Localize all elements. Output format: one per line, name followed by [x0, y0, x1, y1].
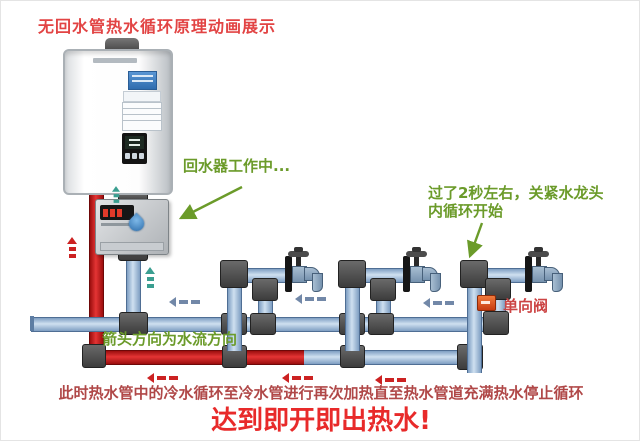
flow-direction-note: 箭头方向为水流方向	[102, 330, 238, 348]
pump-status-note: 回水器工作中...	[183, 157, 291, 175]
heater-display-screen	[125, 136, 144, 149]
faucet-note: 过了2秒左右，关紧水龙头 内循环开始	[428, 184, 603, 220]
heater-spec-table	[122, 102, 162, 131]
fixture1-stub-elbow-fitting	[252, 278, 278, 301]
faucet1-handle-knob	[294, 247, 303, 252]
fixture1-top-elbow-fitting	[220, 260, 248, 288]
hot-pipe-flow-arrow-1-icon	[147, 373, 178, 383]
check-valve	[477, 295, 496, 311]
faucet2-handle-knob	[412, 247, 421, 252]
faucet-pointer-arrow-icon	[467, 222, 484, 259]
fixture2-stub-elbow-fitting	[370, 278, 396, 301]
lower-pipe-hot-segment	[99, 350, 304, 365]
fixture2-top-elbow-fitting	[338, 260, 366, 288]
faucet1-handle	[288, 251, 309, 257]
fixture1-riser-pipe	[227, 284, 242, 351]
cold-return-flow-arrow-2-icon	[295, 294, 326, 304]
faucet2-handle	[406, 251, 427, 257]
cold-return-flow-arrow-3-icon	[423, 298, 454, 308]
hot-flow-up-arrow-icon	[67, 237, 77, 258]
pump-pointer-arrow-icon	[178, 185, 243, 220]
faucet2-spout-tip	[430, 273, 441, 292]
heater-model-label	[123, 91, 161, 102]
hot-pipe-flow-arrow-2-icon	[282, 373, 313, 383]
heater-brand-label	[93, 58, 137, 63]
cold-main-end-cap	[30, 316, 34, 331]
bottom-slogan: 达到即开即出热水!	[211, 406, 431, 436]
faucet-note-line1: 过了2秒左右，关紧水龙头	[428, 184, 604, 202]
fixture3-top-elbow-fitting	[460, 260, 488, 288]
pump-riser-flow-arrow-icon	[145, 267, 155, 288]
hot-pipe-flow-arrow-3-icon	[375, 375, 406, 385]
faucet2-flange	[403, 256, 410, 292]
faucet-fixture-3	[460, 247, 570, 373]
heater-energy-sticker	[128, 71, 157, 90]
pump-display	[100, 205, 134, 220]
faucet1-handle-stem	[296, 257, 301, 266]
check-valve-arrow-icon	[481, 301, 490, 304]
fixture3-stub-elbow-fitting	[485, 278, 511, 300]
faucet3-handle-knob	[534, 247, 543, 252]
pump-nameplate	[100, 242, 164, 251]
fixture2-stub-tee-fitting	[368, 313, 394, 335]
faucet3-handle	[528, 251, 549, 257]
cold-main-end-elbow-fitting	[483, 311, 509, 335]
faucet3-flange	[525, 256, 532, 292]
check-valve-label: 单向阀	[503, 297, 549, 315]
heater-display-buttons	[125, 153, 144, 159]
faucet1-spout-tip	[312, 273, 323, 292]
cold-return-flow-arrow-1-icon	[169, 297, 200, 307]
pump-inlet-flow-arrow-icon	[112, 186, 120, 203]
faucet3-handle-stem	[536, 257, 541, 266]
faucet-fixture-2	[338, 247, 448, 355]
page-title: 无回水管热水循环原理动画展示	[38, 17, 277, 36]
pump-riser-pipe	[126, 257, 141, 319]
bottom-caption: 此时热水管中的冷水循环至冷水管进行再次加热直至热水管道充满热水停止循环	[58, 384, 584, 402]
fixture1-stub-tee-fitting	[250, 313, 276, 335]
fixture2-riser-pipe	[345, 284, 360, 351]
faucet3-spout-tip	[552, 273, 563, 292]
faucet-note-line2: 内循环开始	[428, 202, 504, 220]
pump-display-caption	[101, 223, 131, 226]
pump-riser-tee-fitting	[119, 312, 148, 335]
hot-pipe-elbow-fitting	[82, 344, 106, 368]
heater-flue-vent-icon	[105, 38, 139, 50]
faucet2-handle-stem	[414, 257, 419, 266]
faucet1-flange	[285, 256, 292, 292]
faucet-fixture-1	[220, 247, 330, 355]
